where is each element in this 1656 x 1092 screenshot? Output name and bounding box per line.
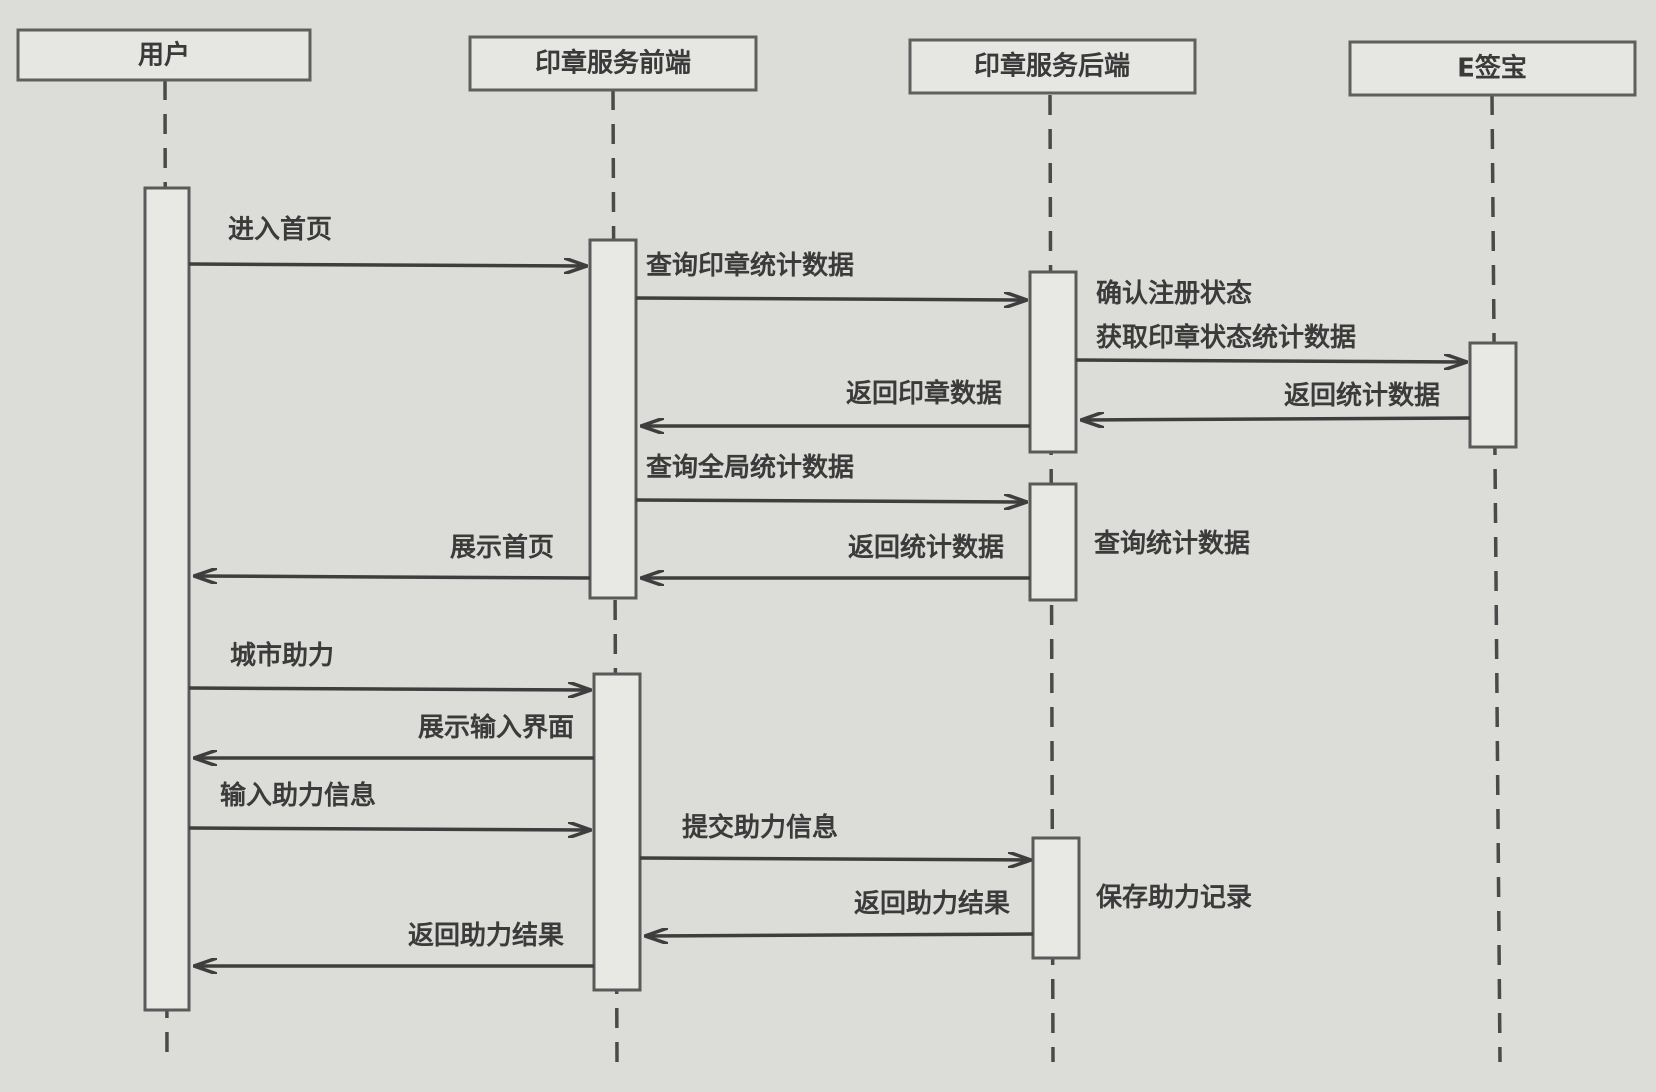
message-label: 查询印章统计数据 [646,250,854,281]
activation-esign [1468,341,1518,449]
activation-frontend-2 [592,672,642,992]
message-label: 返回助力结果 [408,921,564,951]
message-label: 城市助力 [230,640,334,671]
message-get-seal-status-stats: 获取印章状态统计数据 [1075,322,1466,362]
activation-frontend-1 [588,238,638,600]
participant-label-esign: E签宝 [1457,53,1527,84]
activation-backend-1 [1028,270,1078,454]
participant-label-user: 用户 [138,40,190,71]
message-label: 返回统计数据 [1284,380,1440,411]
participant-user: 用户 [16,28,312,82]
message-enter-home: 进入首页 [188,214,586,266]
participant-esign: E签宝 [1348,40,1637,97]
message-label: 返回印章数据 [846,378,1002,409]
message-return-seal-data: 返回印章数据 [642,378,1030,426]
activation-backend-2 [1028,482,1078,602]
message-return-support-result-backend: 返回助力结果 [646,889,1034,936]
message-return-support-result-frontend: 返回助力结果 [195,921,594,966]
message-show-home: 展示首页 [195,532,591,578]
message-label: 进入首页 [228,214,332,245]
message-label: 返回统计数据 [848,532,1004,563]
message-city-support: 城市助力 [188,640,590,690]
message-label: 返回助力结果 [854,889,1010,919]
note-query-stats: 查询统计数据 [1094,528,1250,559]
message-return-stats-esign: 返回统计数据 [1082,380,1471,420]
message-return-stats-backend: 返回统计数据 [642,532,1030,578]
activation-user [143,186,191,1012]
message-show-input-ui: 展示输入界面 [195,712,594,758]
message-query-seal-stats: 查询印章统计数据 [635,250,1026,300]
message-query-global-stats: 查询全局统计数据 [635,452,1026,502]
message-input-support-info: 输入助力信息 [188,780,590,830]
message-label: 输入助力信息 [220,780,376,811]
note-save-support-record: 保存助力记录 [1095,883,1252,913]
lifeline-esign [1490,94,1502,1063]
message-label: 展示输入界面 [418,712,574,743]
participant-frontend: 印章服务前端 [468,35,758,92]
participant-label-frontend: 印章服务前端 [535,48,691,79]
message-label: 展示首页 [450,532,554,563]
message-submit-support-info: 提交助力信息 [639,812,1030,860]
participant-label-backend: 印章服务后端 [974,51,1130,82]
message-label: 查询全局统计数据 [646,452,854,483]
note-confirm-registration: 确认注册状态 [1096,278,1252,309]
participant-backend: 印章服务后端 [908,38,1197,95]
message-label: 获取印章状态统计数据 [1096,322,1356,353]
message-label: 提交助力信息 [682,812,838,843]
activation-backend-3 [1031,836,1081,960]
